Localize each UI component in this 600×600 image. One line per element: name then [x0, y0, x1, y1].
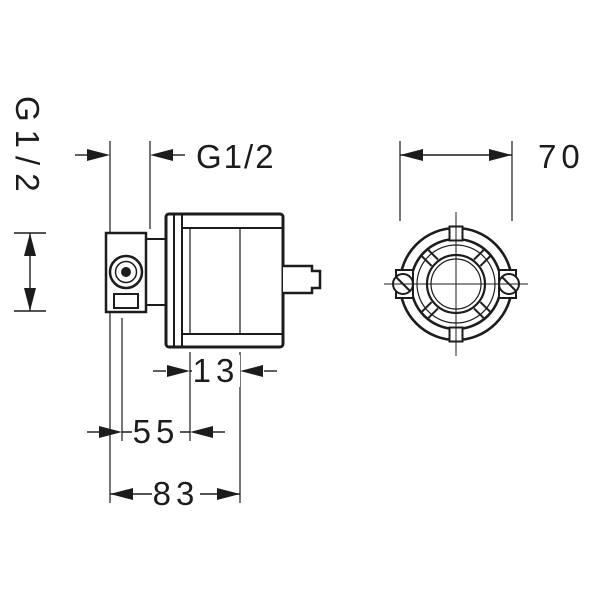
- label-thread-side: G1/2: [9, 96, 46, 200]
- side-port-ring: [114, 260, 138, 284]
- dim-thread-side: G1/2: [9, 96, 46, 312]
- arrowhead: [190, 426, 213, 438]
- label-depth-front: 13: [193, 352, 240, 389]
- label-diameter: 70: [538, 138, 585, 175]
- side-view: [104, 212, 322, 349]
- dim-depth-total: 83: [110, 475, 240, 512]
- spokes: [420, 248, 492, 320]
- dim-depth-front: 13: [153, 352, 277, 389]
- bracket-tab: [113, 293, 139, 309]
- arrowhead: [24, 233, 36, 256]
- arrowhead: [167, 365, 190, 377]
- arrowhead: [240, 365, 263, 377]
- front-view: [384, 212, 528, 356]
- dim-thread-top: G1/2: [75, 138, 276, 175]
- arrowhead: [110, 488, 133, 500]
- arrowhead: [87, 149, 110, 161]
- arrowhead: [99, 426, 122, 438]
- dim-depth-mid: 55: [87, 413, 225, 450]
- side-port-center: [121, 267, 131, 277]
- arrowhead: [150, 149, 173, 161]
- label-depth-total: 83: [153, 475, 200, 512]
- label-thread-top: G1/2: [196, 138, 276, 175]
- dim-diameter: 70: [400, 138, 585, 175]
- arrowhead: [24, 288, 36, 311]
- outlet-spigot: [283, 264, 322, 295]
- arrowhead: [489, 149, 512, 161]
- arrowhead: [400, 149, 423, 161]
- valve-body: [164, 212, 285, 349]
- arrowhead: [217, 488, 240, 500]
- label-depth-mid: 55: [133, 413, 180, 450]
